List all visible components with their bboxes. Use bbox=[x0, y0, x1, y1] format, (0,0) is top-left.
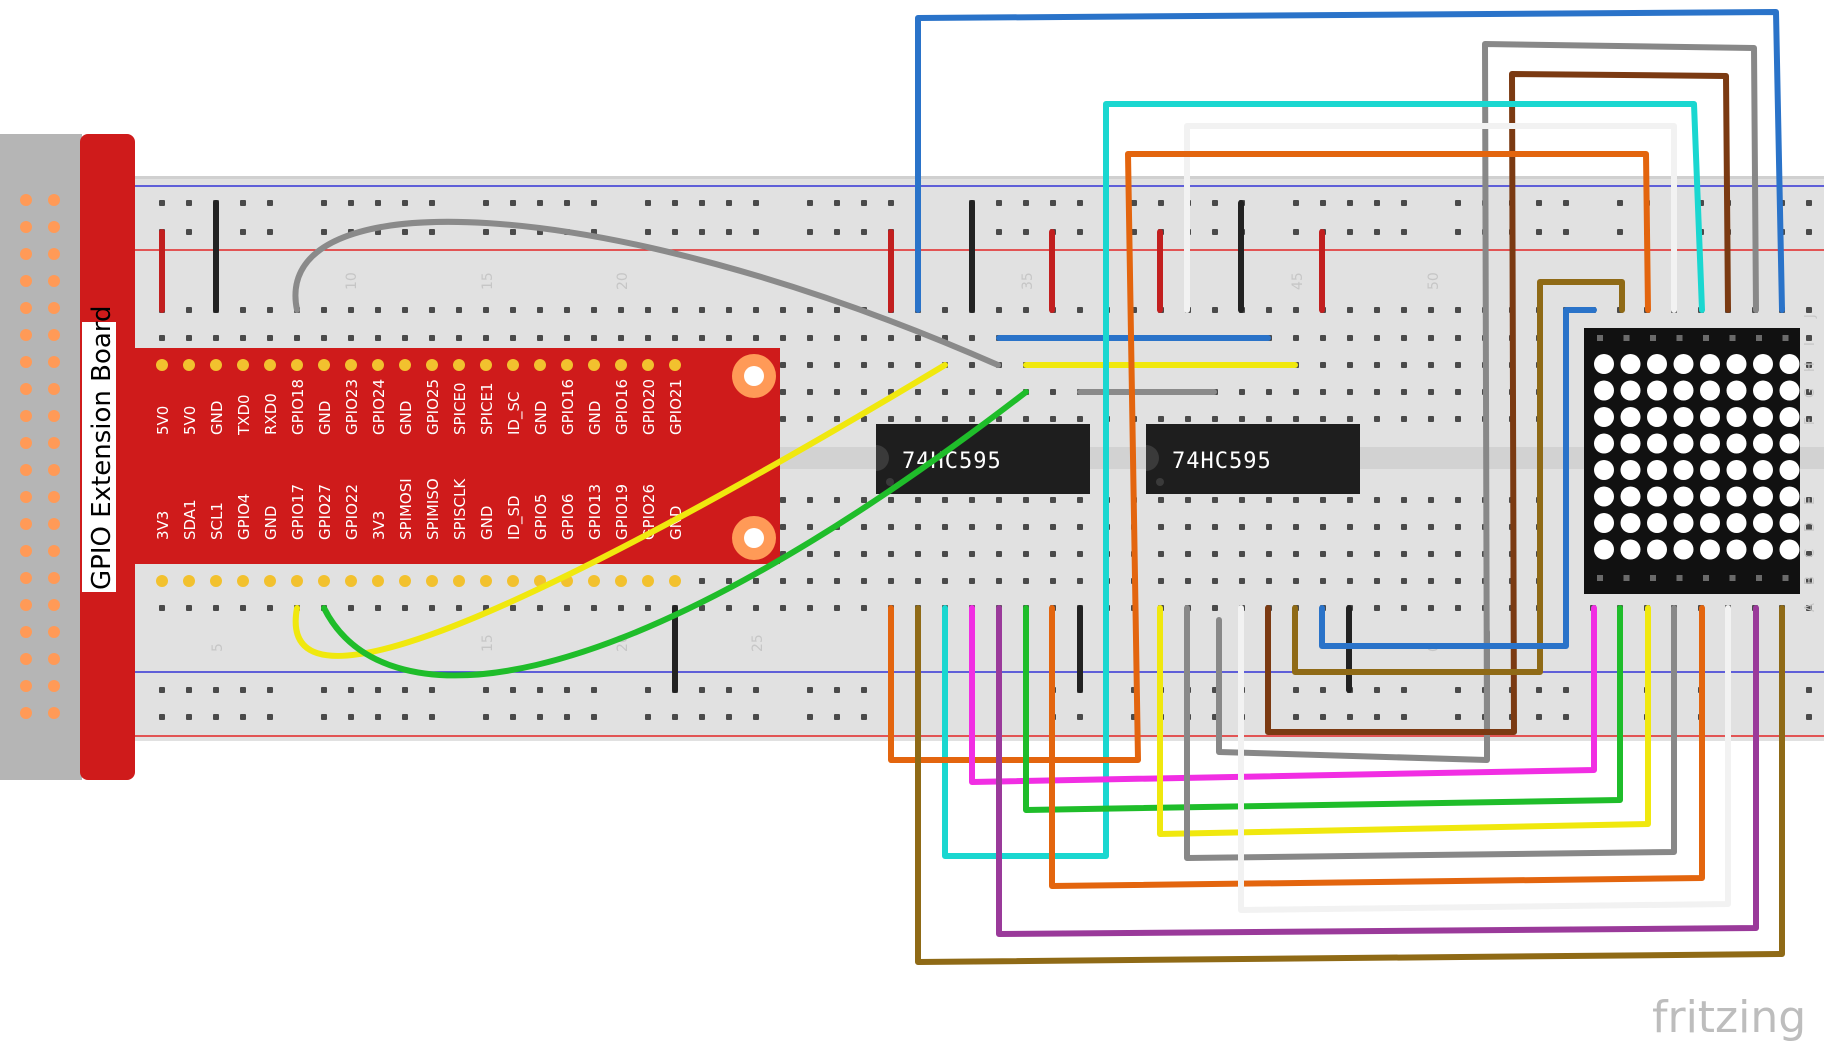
led-matrix bbox=[1584, 328, 1800, 594]
row-letter: E bbox=[1803, 497, 1818, 505]
column-numbers-top: 10 15 20 35 45 50 bbox=[344, 272, 1442, 290]
magenta-wire bbox=[969, 605, 1597, 785]
shift-register-1: 74HC595 bbox=[876, 424, 1090, 494]
row-letter: H bbox=[1803, 362, 1818, 372]
board-wires bbox=[292, 218, 1029, 679]
pin-label: SPIMOSI bbox=[397, 478, 415, 540]
white-wire bbox=[1238, 605, 1731, 913]
pin-label: GPIO26 bbox=[640, 484, 658, 540]
column-number: 20 bbox=[615, 272, 631, 290]
column-number: 35 bbox=[1020, 272, 1036, 290]
pin-label: GND bbox=[586, 401, 604, 435]
pin-label: ID_SC bbox=[505, 392, 524, 435]
pin-label: GPIO23 bbox=[343, 379, 361, 435]
row-letter: C bbox=[1803, 549, 1818, 558]
pin-label: GPIO13 bbox=[586, 484, 604, 540]
row-letter: D bbox=[1803, 522, 1818, 532]
pin-label: GPIO20 bbox=[640, 379, 658, 435]
column-number: 10 bbox=[344, 272, 360, 290]
green-wire bbox=[321, 389, 1029, 679]
pin-label: GPIO6 bbox=[559, 494, 577, 540]
pin-label: GPIO24 bbox=[370, 379, 388, 435]
pin-label: ID_SD bbox=[505, 495, 524, 540]
row-letter: A bbox=[1803, 603, 1818, 612]
rail-jumpers bbox=[159, 200, 1352, 693]
pin-label: SCL1 bbox=[208, 502, 226, 540]
pin-label: 5V0 bbox=[181, 406, 199, 435]
pin-label: 3V3 bbox=[154, 511, 172, 540]
pin-label: GPIO25 bbox=[424, 379, 442, 435]
pin-label: GND bbox=[397, 401, 415, 435]
chip-label: 74HC595 bbox=[1172, 449, 1272, 474]
pin-labels-bottom: 3V3 SDA1 SCL1 GPIO4 GND GPIO17 GPIO27 GPIO22 3V3… bbox=[154, 478, 685, 540]
olive-wire bbox=[1292, 279, 1625, 675]
column-number: 5 bbox=[210, 643, 226, 652]
row-letter: J bbox=[1803, 314, 1818, 319]
green-wire bbox=[1023, 605, 1623, 813]
olive-wire bbox=[915, 605, 1785, 965]
pin-label: SPISCLK bbox=[451, 478, 469, 540]
pin-label: GND bbox=[208, 401, 226, 435]
pin-label: SPICE0 bbox=[451, 383, 469, 436]
blue-wire bbox=[915, 9, 1785, 313]
pin-label: GND bbox=[532, 401, 550, 435]
gray-wire bbox=[1184, 605, 1677, 861]
gray-wire bbox=[1482, 41, 1759, 747]
pin-label: GPIO16 bbox=[613, 379, 631, 435]
row-letter: B bbox=[1803, 576, 1818, 585]
row-letter: I bbox=[1803, 342, 1818, 346]
gray-wire bbox=[292, 218, 1001, 368]
pin-label: GPIO16 bbox=[559, 379, 577, 435]
column-number: 15 bbox=[480, 272, 496, 290]
pin-label: SPICE1 bbox=[478, 383, 496, 436]
pin-label: GPIO22 bbox=[343, 484, 361, 540]
pin-label: GPIO27 bbox=[316, 484, 334, 540]
pin-labels-top: 5V0 5V0 GND TXD0 RXD0 GPIO18 GND GPIO23 GPIO24 GN… bbox=[154, 379, 685, 436]
pin-label: GPIO19 bbox=[613, 484, 631, 540]
pin-label: 5V0 bbox=[154, 406, 172, 435]
pin-label: 3V3 bbox=[370, 511, 388, 540]
pin-label: SDA1 bbox=[181, 499, 199, 540]
pin-label: GPIO5 bbox=[532, 494, 550, 540]
pin-label: RXD0 bbox=[262, 393, 280, 435]
pin-label: GND bbox=[478, 506, 496, 540]
pin-label: GND bbox=[316, 401, 334, 435]
column-number: 15 bbox=[480, 634, 496, 652]
pin-label: TXD0 bbox=[235, 394, 253, 436]
row-letter: F bbox=[1803, 418, 1818, 425]
blue-wire bbox=[1319, 307, 1597, 649]
pin-label: GPIO4 bbox=[235, 494, 253, 540]
column-number: 25 bbox=[750, 634, 766, 652]
pin-label: GND bbox=[262, 506, 280, 540]
white-wire bbox=[1184, 123, 1677, 313]
header-pins bbox=[20, 194, 681, 719]
routed-wires bbox=[888, 9, 1785, 965]
yellow-wire bbox=[1157, 605, 1651, 837]
row-letter: G bbox=[1803, 388, 1818, 398]
orange-wire bbox=[888, 151, 1651, 763]
shift-register-2: 74HC595 bbox=[1146, 424, 1360, 494]
brand-logo: fritzing bbox=[1652, 992, 1806, 1043]
board-title: GPIO Extension Board bbox=[87, 305, 117, 590]
brown-wire bbox=[1265, 71, 1731, 735]
column-number: 45 bbox=[1290, 272, 1306, 290]
row-letters: J I H G F E D C B A bbox=[1803, 314, 1818, 612]
purple-wire bbox=[996, 605, 1759, 937]
pin-label: GPIO17 bbox=[289, 484, 307, 540]
cyan-wire bbox=[942, 101, 1705, 859]
pin-label: SPIMISO bbox=[424, 478, 442, 540]
pin-label: GPIO18 bbox=[289, 379, 307, 435]
pin-label: GPIO21 bbox=[667, 379, 685, 435]
orange-wire bbox=[1049, 605, 1705, 889]
yellow-wire bbox=[292, 362, 948, 659]
column-number: 50 bbox=[1426, 272, 1442, 290]
